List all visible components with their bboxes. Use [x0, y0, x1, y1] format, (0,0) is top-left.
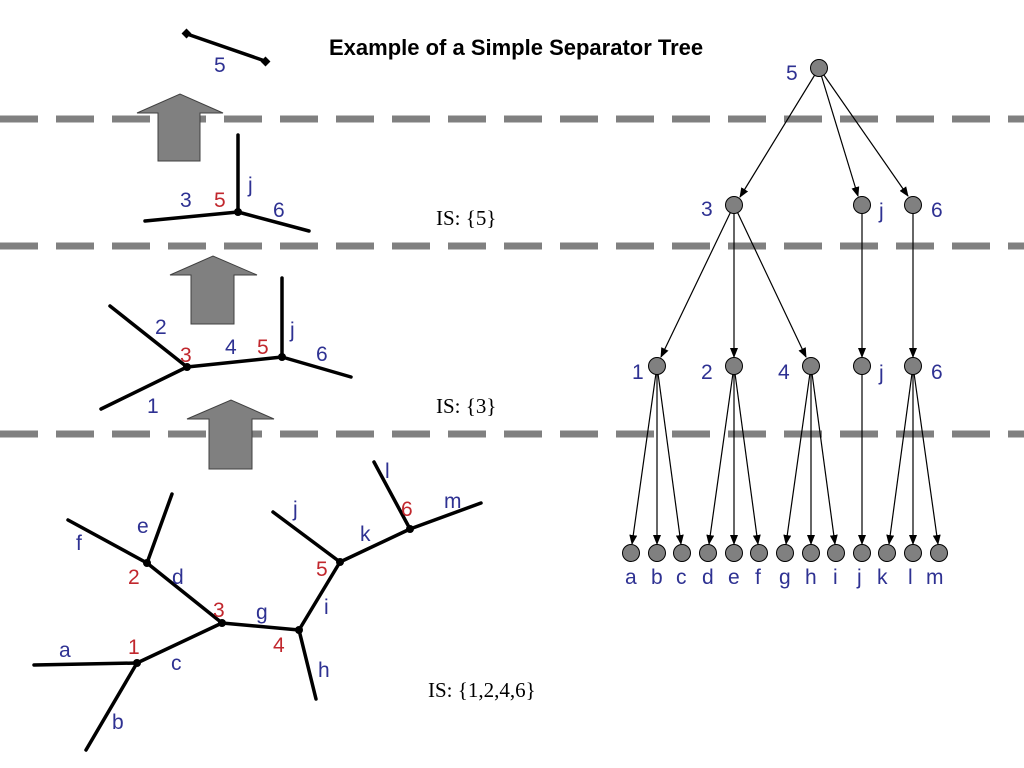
level3-edge-label: j	[292, 498, 298, 521]
tree-node	[853, 357, 871, 375]
tree-node-label: 1	[632, 361, 644, 384]
tree-node-root	[810, 59, 828, 77]
tree-leaf	[699, 544, 717, 562]
level3-edge-label: a	[59, 639, 71, 662]
tree-node	[802, 357, 820, 375]
tree-leaf	[904, 544, 922, 562]
tree-leaf	[878, 544, 896, 562]
tree-node-label: 6	[931, 361, 943, 384]
tree-node-label: 5	[786, 62, 798, 85]
tree-leaf	[853, 544, 871, 562]
level3-edge-label: d	[172, 566, 184, 589]
level1-graph: 3 j 6 5	[143, 133, 311, 233]
level3-edge-label: m	[444, 490, 462, 513]
tree-node	[904, 357, 922, 375]
tree-leaf	[622, 544, 640, 562]
tree-node	[853, 196, 871, 214]
level2-graph: 2 1 4 j 6 3 5	[99, 276, 353, 418]
tree-leaf-label: l	[908, 566, 913, 589]
up-arrow-icon	[169, 255, 258, 325]
page-title: Example of a Simple Separator Tree	[329, 35, 703, 60]
tree-leaf-label: h	[805, 566, 817, 589]
tree-node-label: j	[878, 362, 884, 385]
level2-edge-label: j	[289, 319, 295, 342]
tree-leaf	[827, 544, 845, 562]
level1-edge-label: j	[247, 174, 253, 197]
level3-edge-label: f	[76, 532, 82, 555]
level3-edge-label: e	[137, 515, 149, 538]
independent-set-label: IS: {5}	[436, 206, 496, 230]
tree-leaf-label: m	[926, 566, 944, 589]
level3-edge-label: i	[324, 596, 329, 619]
level3-edge-label: l	[385, 460, 390, 483]
level0-edge-label: 5	[214, 54, 226, 77]
level3-vertex-label: 2	[128, 566, 140, 589]
level0-graph: 5	[181, 28, 271, 77]
tree-leaf	[750, 544, 768, 562]
level2-edge-label: 1	[147, 395, 159, 418]
level3-vertex-label: 4	[273, 634, 285, 657]
level3-vertex-label: 1	[128, 636, 140, 659]
tree-node-label: 4	[778, 361, 790, 384]
tree-leaf	[673, 544, 691, 562]
tree-node	[648, 357, 666, 375]
level3-edge-label: h	[318, 659, 330, 682]
tree-node	[904, 196, 922, 214]
level1-edge-label: 6	[273, 199, 285, 222]
level3-vertex-label: 3	[213, 599, 225, 622]
tree-leaf-label: k	[877, 566, 888, 589]
tree-node-label: j	[878, 200, 884, 223]
tree-leaf	[802, 544, 820, 562]
tree-leaf-label: f	[755, 566, 761, 589]
level3-edge-label: k	[360, 523, 371, 546]
independent-set-label: IS: {3}	[436, 394, 496, 418]
tree-leaf-label: j	[856, 566, 862, 589]
tree-leaf-label: a	[625, 566, 637, 589]
independent-set-label: IS: {1,2,4,6}	[428, 678, 536, 702]
tree-leaf-label: b	[651, 566, 663, 589]
level3-graph: a b c d e f g h i j k l m 1 2 3 4 5 6	[32, 460, 483, 752]
level2-edge-label: 4	[225, 336, 237, 359]
tree-leaf-label: g	[779, 566, 791, 589]
level3-vertex-label: 6	[401, 498, 413, 521]
tree-leaf-label: e	[728, 566, 740, 589]
tree-leaf-label: d	[702, 566, 714, 589]
level1-vertex-label: 5	[214, 189, 226, 212]
tree-node-label: 2	[701, 361, 713, 384]
level3-edge-label: c	[171, 652, 182, 675]
separator-tree: 5 3 j 6 1 2 4 j 6 a b c d e f g h i j k …	[622, 59, 948, 589]
tree-node-label: 3	[701, 198, 713, 221]
tree-node	[725, 196, 743, 214]
level2-edge-label: 6	[316, 343, 328, 366]
tree-node	[725, 357, 743, 375]
tree-leaf	[930, 544, 948, 562]
up-arrow-icon	[186, 399, 275, 470]
level3-edge-label: b	[112, 711, 124, 734]
tree-leaf-label: c	[676, 566, 687, 589]
level2-edge-label: 2	[155, 316, 167, 339]
tree-leaf	[648, 544, 666, 562]
level3-edge-label: g	[256, 601, 268, 624]
tree-leaf-label: i	[833, 566, 838, 589]
level3-vertex-label: 5	[316, 558, 328, 581]
level2-vertex-label: 3	[180, 344, 192, 367]
tree-leaf	[776, 544, 794, 562]
tree-node-label: 6	[931, 199, 943, 222]
tree-leaf	[725, 544, 743, 562]
level2-vertex-label: 5	[257, 336, 269, 359]
level1-edge-label: 3	[180, 189, 192, 212]
up-arrow-icon	[136, 93, 224, 162]
